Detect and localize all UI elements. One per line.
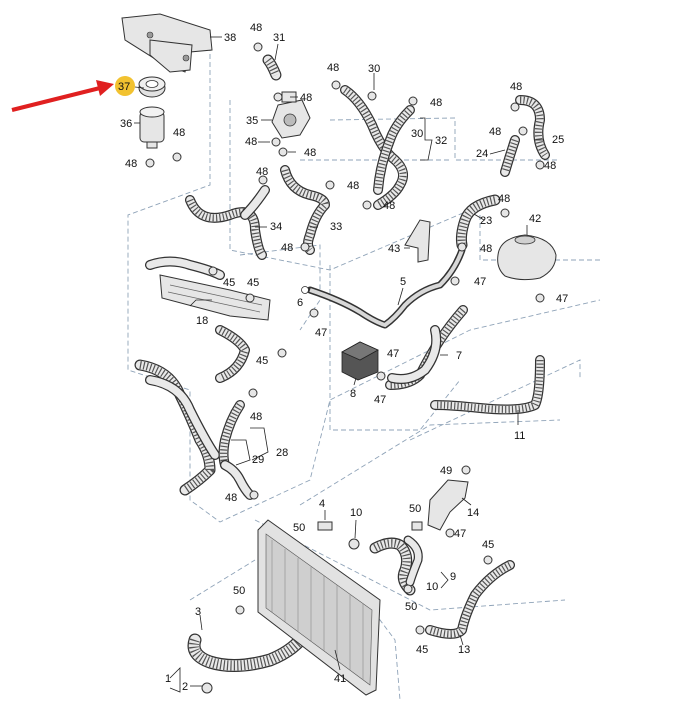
label-7: 7 [456,350,462,362]
label-47-c: 47 [315,327,327,339]
part-43-bracket [404,219,431,263]
label-1: 1 [165,673,171,685]
label-24: 24 [476,148,488,160]
part-8-box [341,341,379,381]
label-10-a: 10 [350,507,362,519]
label-36: 36 [120,118,132,130]
label-45-c: 45 [256,355,268,367]
label-50-a: 50 [293,522,305,534]
label-48-12: 48 [383,200,395,212]
clamps [145,42,545,694]
label-23: 23 [480,215,492,227]
label-45-b: 45 [247,277,259,289]
label-48-7: 48 [256,166,268,178]
label-48-9: 48 [327,62,339,74]
label-45-d: 45 [482,539,494,551]
label-48-11: 48 [347,180,359,192]
label-48-6: 48 [125,158,137,170]
label-9: 9 [450,571,456,583]
label-28: 28 [276,447,288,459]
label-37: 37 [118,81,130,93]
label-48-15: 48 [544,160,556,172]
label-30-top: 30 [368,63,380,75]
label-2: 2 [182,681,188,693]
label-25: 25 [552,134,564,146]
label-47-f: 47 [454,528,466,540]
label-48-4: 48 [304,147,316,159]
label-49: 49 [440,465,452,477]
label-4: 4 [319,498,325,510]
label-48-3: 48 [245,136,257,148]
label-48-16: 48 [498,193,510,205]
label-48-5: 48 [173,127,185,139]
label-50-c: 50 [233,585,245,597]
label-50-b: 50 [409,503,421,515]
label-30-bracket: 30 [411,128,423,140]
part-labels: 38 37 36 31 35 34 33 30 30 32 25 24 23 4… [118,22,568,693]
label-42: 42 [529,213,541,225]
label-5: 5 [400,276,406,288]
highlight-37-badge [115,76,135,96]
label-48-14: 48 [489,126,501,138]
label-47-d: 47 [387,348,399,360]
label-33: 33 [330,221,342,233]
label-29: 29 [252,454,264,466]
label-14: 14 [467,507,479,519]
label-50-d: 50 [405,601,417,613]
label-18: 18 [196,315,208,327]
part-36-cylinder [139,106,165,149]
part-42-expansion-tank [497,234,557,281]
label-38: 38 [224,32,236,44]
label-31: 31 [273,32,285,44]
label-47-b: 47 [556,293,568,305]
label-48-1: 48 [250,22,262,34]
label-13: 13 [458,644,470,656]
label-48-8: 48 [281,242,293,254]
part-14-junction [427,479,469,531]
label-48-17: 48 [480,243,492,255]
label-48-10: 48 [430,97,442,109]
label-10-b: 10 [426,581,438,593]
label-34: 34 [270,221,282,233]
label-48-18: 48 [250,411,262,423]
part-41-radiator [257,519,381,696]
label-3: 3 [195,606,201,618]
label-8: 8 [350,388,356,400]
label-35: 35 [246,115,258,127]
bracket-38 [121,13,213,73]
part-18-cooler [159,274,271,321]
label-48-2: 48 [300,92,312,104]
label-45-e: 45 [416,644,428,656]
part-5-pipe [306,246,466,329]
label-43: 43 [388,243,400,255]
label-45-a: 45 [223,277,235,289]
label-47-e: 47 [374,394,386,406]
red-arrow [11,80,114,112]
label-48-13: 48 [510,81,522,93]
label-47-a: 47 [474,276,486,288]
label-48-19: 48 [225,492,237,504]
label-11: 11 [514,430,525,442]
label-41: 41 [334,673,346,685]
label-6: 6 [297,297,303,309]
label-32: 32 [435,135,447,147]
leader-lines [134,36,544,693]
part-37-nut [138,76,166,98]
